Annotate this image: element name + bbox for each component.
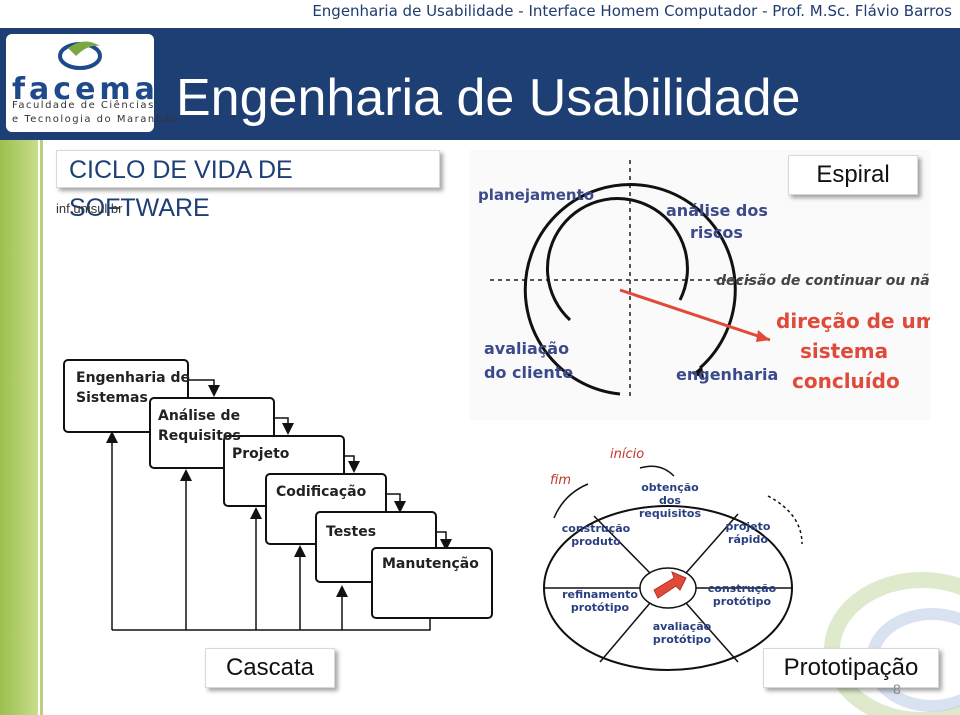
waterfall-box-5: Testes [326,524,376,540]
logo-word: facema [12,72,159,107]
left-accent-bar [0,140,38,715]
proto-seg5-line1: refinamento [562,588,638,601]
header-banner: Engenharia de Usabilidade [0,28,960,140]
top-caption-bar: Engenharia de Usabilidade - Interface Ho… [0,0,960,28]
prototyping-caption: Prototipação [763,648,939,688]
logo-subtitle-2: e Tecnologia do Maranhão [12,114,179,125]
proto-seg1-line2: dos [659,494,681,507]
proto-seg2-line1: projeto [726,520,771,533]
section-title: CICLO DE VIDA DE SOFTWARE [56,150,440,222]
left-accent-line [40,140,43,715]
proto-seg3-line2: protótipo [713,595,772,608]
waterfall-box-4: Codificação [276,484,367,500]
logo-subtitle-1: Faculdade de Ciências [12,100,155,111]
spiral-caption: Espiral [788,155,918,195]
spiral-label-direction-3: concluído [792,369,900,393]
top-caption: Engenharia de Usabilidade - Interface Ho… [312,2,952,20]
decorative-swoosh-icon [824,572,960,715]
proto-seg4-line2: protótipo [653,633,712,646]
proto-seg3-line1: construção [708,582,777,595]
spiral-label-direction-1: direção de um [776,309,930,333]
logo-swoosh-icon [58,41,102,70]
waterfall-box-6: Manutenção [382,556,479,572]
waterfall-box-2-line2: Requisitos [158,428,241,444]
facema-logo: facema Faculdade de Ciências e Tecnologi… [6,34,177,132]
waterfall-caption: Cascata [205,648,335,688]
page-number: 8 [893,681,901,697]
proto-seg5-line2: protótipo [571,601,630,614]
waterfall-box-3: Projeto [232,446,290,462]
spiral-label-engineering: engenharia [676,365,778,384]
spiral-label-client-1: avaliação [484,339,569,358]
spiral-label-direction-2: sistema [800,339,888,363]
prototyping-end-label: fim [550,473,571,488]
proto-seg1-line3: requisitos [639,507,701,520]
waterfall-diagram: Engenharia de Sistemas Análise de Requis… [63,359,493,631]
spiral-label-risk-1: análise dos [666,201,768,220]
proto-seg6-line1: construção [562,522,631,535]
spiral-label-decision: decisão de continuar ou não [716,273,930,289]
prototyping-diagram: início fim obtenção dos requisitos proje… [543,447,803,671]
page-title: Engenharia de Usabilidade [176,69,801,127]
proto-seg6-line2: produto [571,535,621,548]
proto-seg1-line1: obtenção [641,481,699,494]
proto-seg2-line2: rápido [728,533,768,546]
spiral-diagram: planejamento análise dos riscos decisão … [470,150,930,420]
waterfall-box-1-line2: Sistemas [76,390,148,406]
prototyping-start-label: início [610,447,644,462]
image-credit: inf.unisul.br [56,201,123,216]
waterfall-box-1-line1: Engenharia de [76,370,190,386]
waterfall-box-2-line1: Análise de [158,408,240,424]
spiral-label-risk-2: riscos [690,223,743,242]
spiral-label-planning: planejamento [478,186,594,204]
proto-seg4-line1: avaliação [653,620,712,633]
spiral-label-client-2: do cliente [484,363,573,382]
